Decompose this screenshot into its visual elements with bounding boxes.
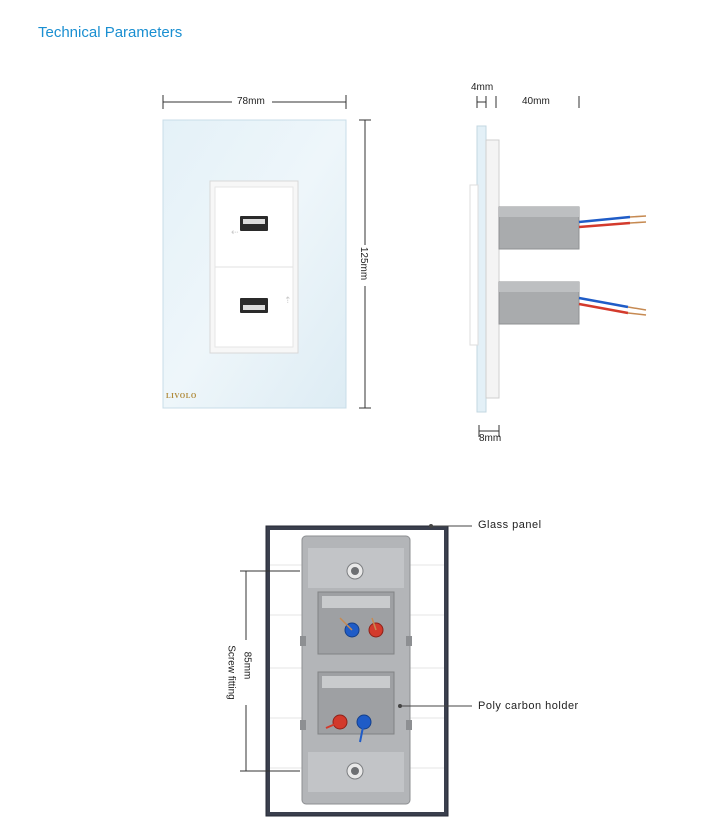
width-dimension — [162, 95, 347, 109]
screw-fitting-size-label: 85mm — [241, 651, 253, 680]
usb-symbol-icon: ⇡ — [284, 296, 292, 306]
side-dimensions — [476, 96, 580, 437]
width-label: 78mm — [237, 96, 265, 107]
depth-label: 40mm — [522, 96, 550, 107]
height-label: 125mm — [358, 246, 370, 281]
frame-thickness-label: 8mm — [479, 433, 502, 444]
back-view — [265, 525, 449, 817]
brand-logo: LIVOLO — [166, 392, 197, 400]
page-title: Technical Parameters — [38, 24, 183, 41]
callout-leaders — [400, 525, 472, 707]
screw-dimension — [240, 570, 300, 772]
glass-thickness-label: 4mm — [471, 82, 494, 93]
screw-fitting-label: Screw fitting — [225, 645, 237, 700]
usb-symbol-icon: ⇠ — [231, 228, 239, 238]
side-view — [469, 125, 647, 413]
holder-callout: Poly carbon holder — [478, 700, 579, 712]
glass-panel-callout: Glass panel — [478, 519, 542, 531]
height-dimension — [359, 119, 371, 409]
front-panel: ⇠ ⇡ — [162, 119, 347, 409]
